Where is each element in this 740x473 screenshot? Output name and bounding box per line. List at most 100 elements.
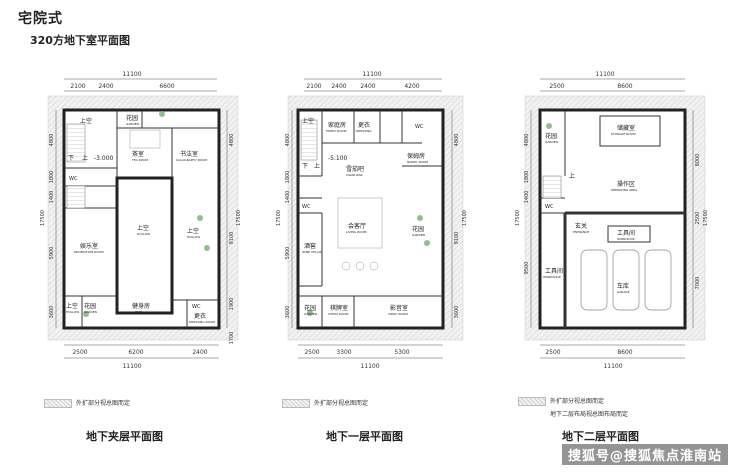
- room-label: 花园: [84, 302, 96, 310]
- dim-top-total: 11100: [362, 71, 381, 78]
- room-label-en: DRESSING ROOM: [189, 320, 215, 324]
- room-label: 会客厅: [348, 222, 366, 230]
- room-label: 雪茄吧: [346, 165, 364, 173]
- room-label-en: VIDEO ROOM: [388, 312, 408, 316]
- room-labels: 上空 家庭房 FAMILY ROOM 更衣 DRESSING 雪茄吧 CIGAR…: [302, 117, 428, 316]
- dim-left-total: 17500: [276, 210, 282, 226]
- wc-label: WC: [192, 304, 201, 310]
- room-label-en: STORAGE ROOM: [611, 132, 636, 136]
- dim-left-2: 1800: [49, 171, 55, 184]
- room-label-en: FAMILY ROOM: [326, 129, 347, 133]
- dim-right-2: 9100: [229, 232, 235, 245]
- dim-right-2: 9100: [454, 232, 460, 245]
- room-label-en: CALLIGRAPHY ROOM: [176, 158, 207, 162]
- legend: 外扩部分视总图而定: [518, 396, 604, 406]
- room-label-en: HOLLOW: [187, 235, 200, 239]
- dim-left-1: 4800: [49, 134, 55, 147]
- dim-right-1: 4800: [454, 134, 460, 147]
- bottom-dimensions: 2500 6200 2400 11100: [64, 344, 219, 370]
- room-label: 酒窖: [304, 242, 316, 250]
- dim-left-4: 5900: [49, 247, 55, 260]
- room-label: 书法室: [180, 150, 198, 158]
- dim-bottom-total: 11100: [122, 363, 141, 370]
- dim-bottom-3: 5300: [394, 349, 409, 356]
- room-label: 影音室: [390, 304, 408, 312]
- right-dimensions: 4800 9100 1900 1700 17500: [226, 110, 242, 344]
- dim-right-1: 8000: [695, 154, 701, 167]
- dim-left-1: 4800: [285, 134, 291, 147]
- room-label: 工具间: [617, 229, 635, 237]
- wc-label: WC: [302, 204, 311, 210]
- stair-up-label: 上: [82, 154, 88, 162]
- legend: 外扩部分视总图而定: [44, 398, 130, 408]
- dim-top-total: 11100: [595, 71, 614, 78]
- room-label-en: CIGAR BAR: [346, 173, 363, 177]
- room-label-en: GARDEN: [84, 310, 97, 314]
- dim-left-3: 1400: [49, 191, 55, 204]
- room-label: 上空: [66, 302, 78, 310]
- dim-top-2: 2400: [331, 83, 346, 90]
- room-label: 上空: [302, 117, 314, 125]
- plan-title-mezzanine: 地下夹层平面图: [86, 430, 163, 443]
- room-label: 花园: [545, 132, 557, 140]
- dim-right-total: 17500: [236, 210, 242, 226]
- room-label-en: WORKSHOP: [543, 275, 561, 279]
- layout-note: 地下二层布局视总图布局而定: [550, 411, 629, 418]
- dim-left-1: 4800: [524, 134, 530, 147]
- room-label: 茶室: [132, 150, 144, 158]
- dim-left-3: 1400: [285, 191, 291, 204]
- room-label-en: GARDEN: [545, 140, 558, 144]
- dim-top-4: 4200: [404, 83, 419, 90]
- room-label: 花园: [126, 114, 138, 122]
- room-label-en: GARDEN: [126, 122, 139, 126]
- floor-plan-b1: 11100 2100 2400 2400 4200 上空 家庭房 FAMILY …: [276, 71, 468, 370]
- legend: 外扩部分视总图而定: [282, 398, 368, 408]
- room-label-en: GARAGE: [617, 290, 630, 294]
- dim-right-total: 17500: [462, 210, 468, 226]
- left-dimensions: 4800 1800 1400 5900 3600 17500: [40, 110, 57, 328]
- room-label: 工具间: [545, 267, 563, 275]
- top-dimensions: 11100 2100 2400 6600: [64, 71, 217, 92]
- room-label: 花园: [304, 304, 316, 312]
- room-label-en: GARDEN: [304, 312, 317, 316]
- dim-top-2: 8600: [617, 83, 632, 90]
- dim-top-total: 11100: [122, 71, 141, 78]
- dim-left-4: 9500: [524, 262, 530, 275]
- stair-up-label: 上: [314, 162, 320, 170]
- dim-right-3: 7000: [695, 277, 701, 290]
- wc-label: WC: [69, 176, 78, 182]
- dim-left-2: 1800: [524, 171, 530, 184]
- top-dimensions: 11100 2500 8600: [540, 71, 685, 92]
- room-label-en: RECREATION ROOM: [74, 250, 104, 254]
- dim-right-total: 17500: [703, 210, 709, 226]
- dim-left-total: 17500: [40, 210, 46, 226]
- dim-right-3: 1900: [229, 298, 235, 311]
- hatch-swatch: [518, 397, 546, 406]
- room-label-en: DRESSING: [356, 129, 372, 133]
- left-dimensions: 4800 1800 1400 9500 17500: [515, 110, 532, 328]
- room-label-en: GARDEN: [412, 233, 425, 237]
- dim-bottom-total: 11100: [360, 363, 379, 370]
- legend-text: 外扩部分视总图而定: [314, 400, 369, 407]
- dim-top-1: 2500: [549, 83, 564, 90]
- top-dimensions: 11100 2100 2400 2400 4200: [304, 71, 442, 92]
- room-label: 更衣: [194, 312, 206, 320]
- wc-label: WC: [545, 204, 554, 210]
- right-dimensions: 8000 2500 7000 17500: [692, 110, 709, 328]
- room-labels: 上空 花园 GARDEN 茶室 TEA ROOM 书法室 CALLIGRAPHY…: [66, 114, 215, 324]
- room-label: 储藏室: [617, 124, 635, 132]
- room-label-en: CHESS ROOM: [328, 312, 349, 316]
- room-label-en: HOLLOW: [137, 232, 150, 236]
- dim-bottom-2: 8600: [617, 349, 632, 356]
- room-labels: 花园 GARDEN 储藏室 STORAGE ROOM 操作区 OPERATING…: [543, 124, 638, 294]
- level-label: -5.100: [328, 155, 348, 162]
- dim-top-3: 6600: [159, 83, 174, 90]
- page-title: 宅院式: [18, 11, 63, 27]
- room-label-en: WORKSHOP: [617, 237, 635, 241]
- dim-left-5: 3600: [49, 306, 55, 319]
- dim-bottom-1: 2500: [545, 349, 560, 356]
- room-label: 车库: [617, 282, 629, 290]
- room-label: 操作区: [617, 180, 635, 188]
- room-label: 家庭房: [328, 121, 346, 129]
- bottom-dimensions: 2500 8600 11100: [540, 344, 685, 370]
